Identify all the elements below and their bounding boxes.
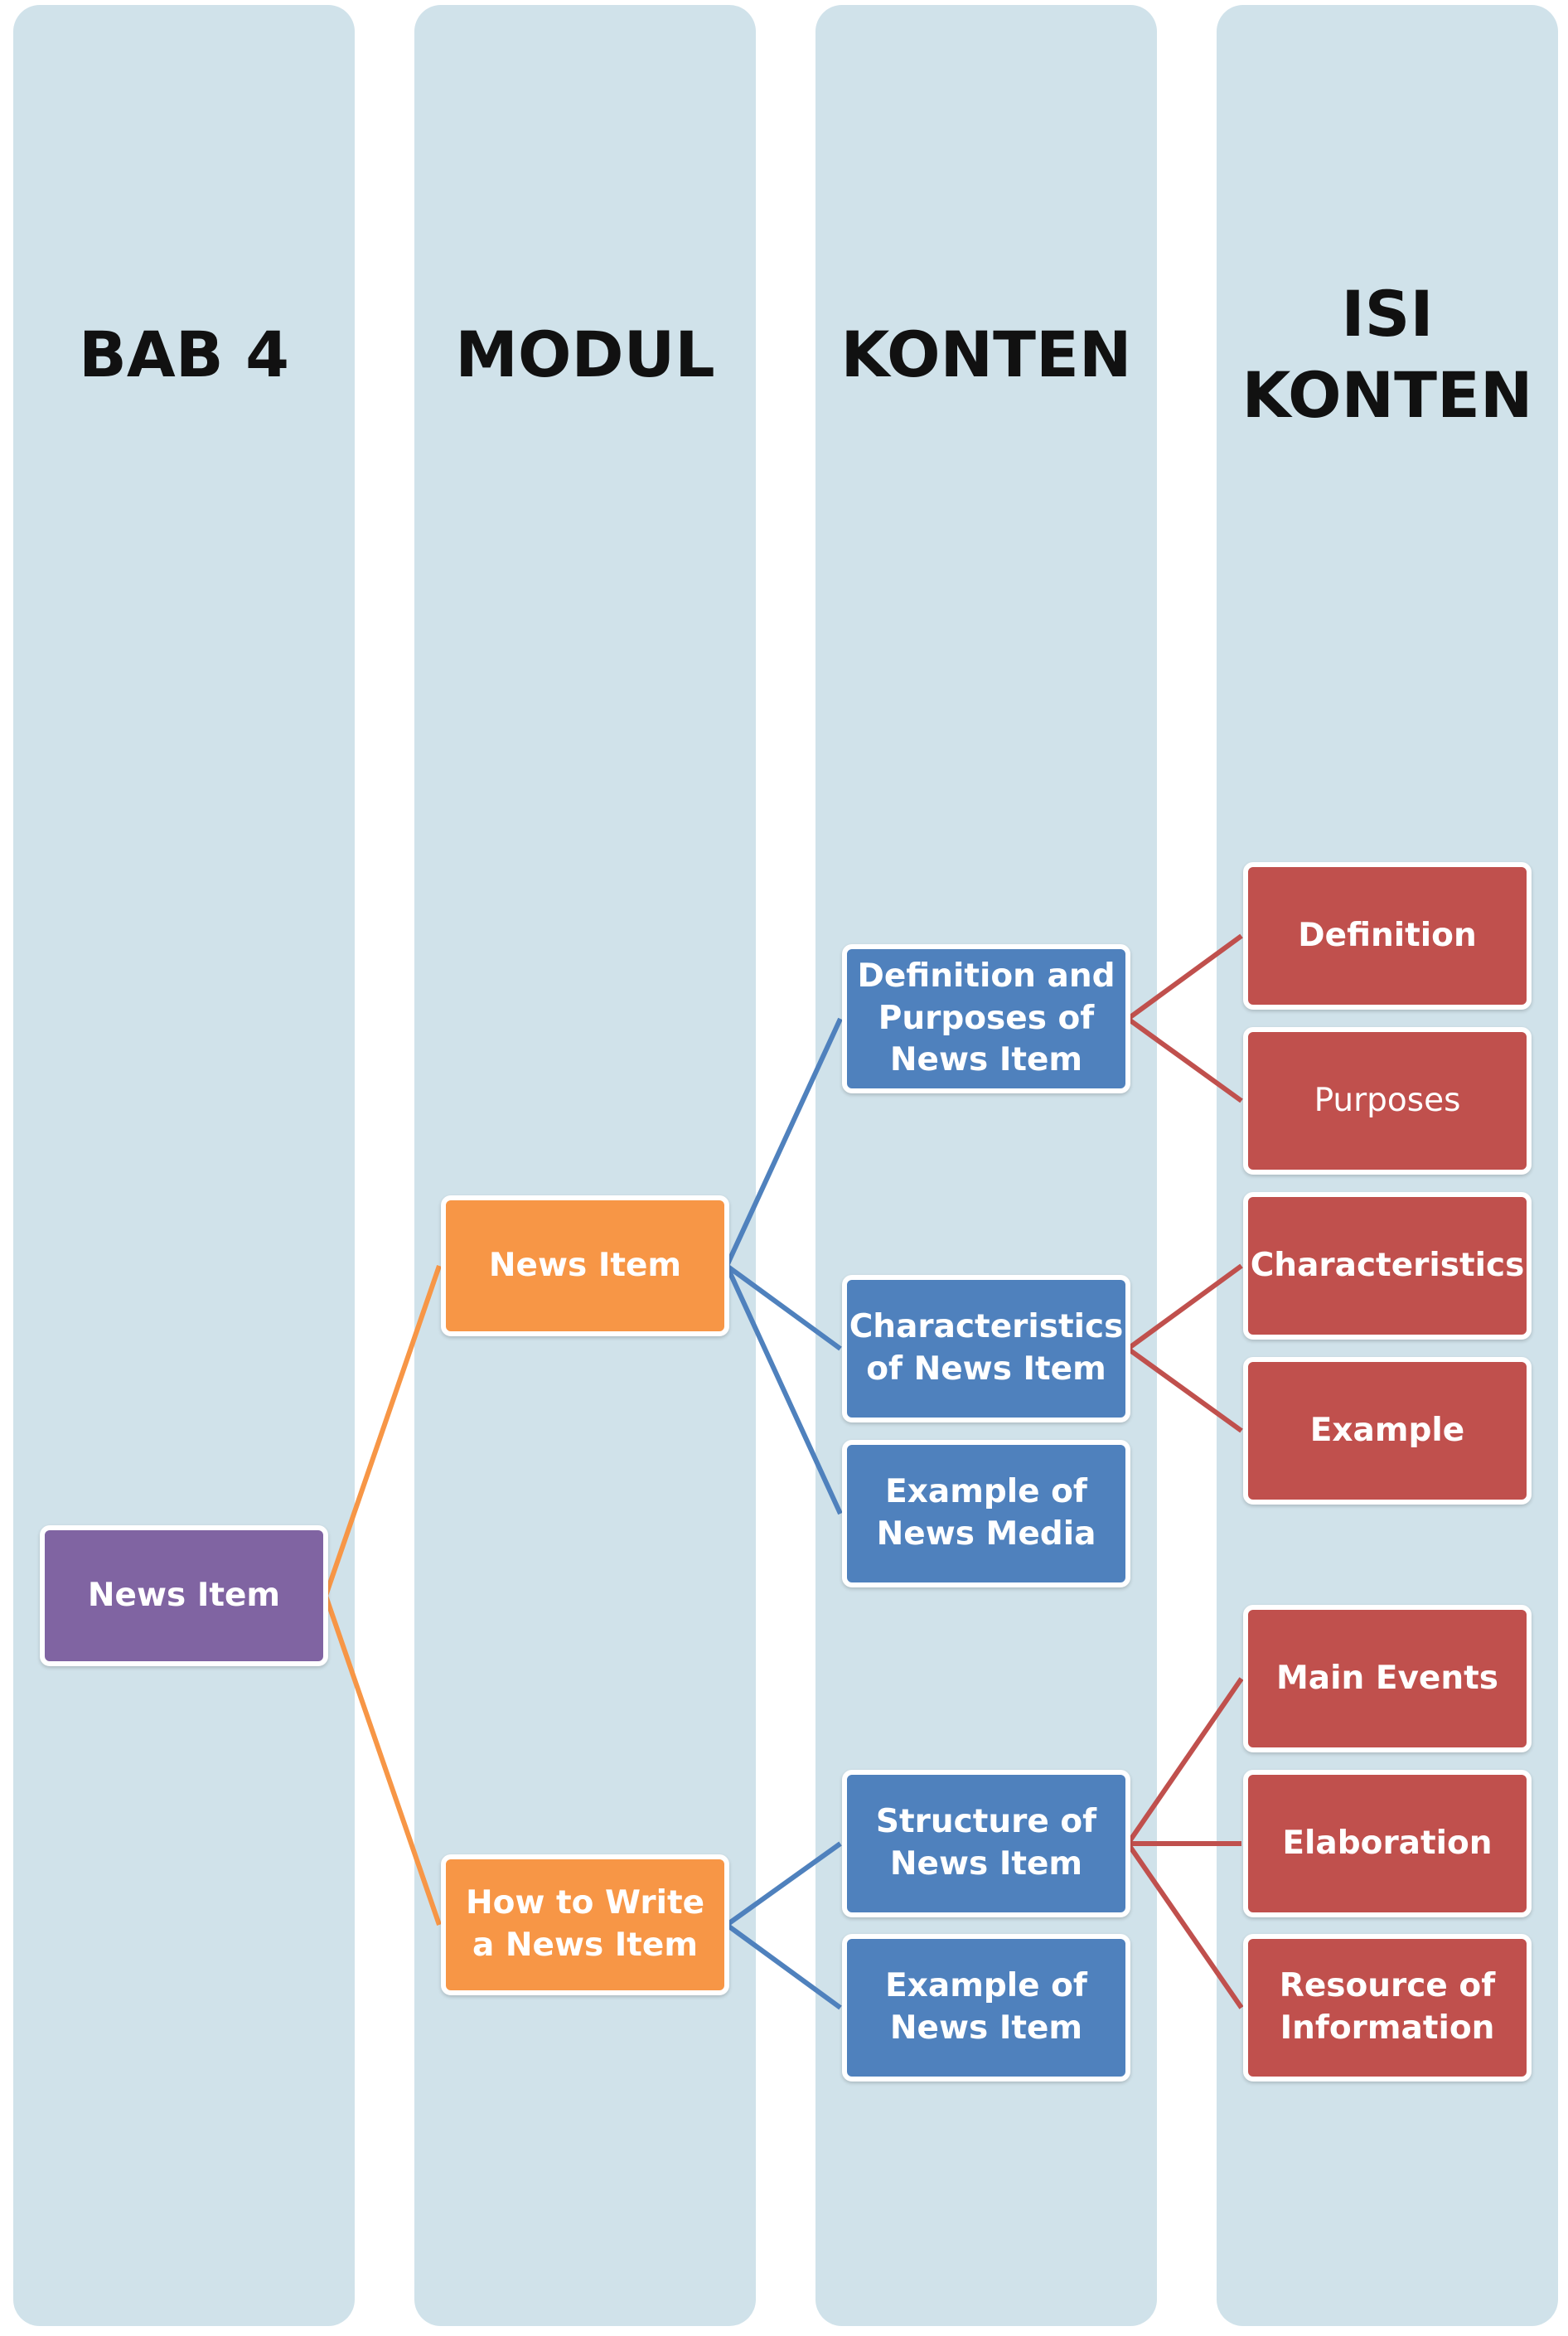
connector [323,1595,442,1926]
konten-node-structure: Structure of News Item [842,1770,1130,1917]
modul-node-news-item: News Item [441,1195,729,1336]
isi-node-example: Example [1243,1357,1532,1505]
lane-title-line: BAB 4 [78,317,289,391]
lane-title-isi-konten: ISI KONTEN [1217,274,1558,436]
lane-title-line: ISI [1341,277,1434,351]
lane-title-line: KONTEN [840,317,1132,391]
isi-node-purposes: Purposes [1243,1027,1532,1175]
lane-title-line: MODUL [455,317,715,391]
connector [1125,1677,1244,1845]
lane-title-bab: BAB 4 [13,314,355,395]
orange-connectors [323,1265,442,1926]
lane-title-konten: KONTEN [815,314,1157,395]
bab-node: News Item [40,1525,328,1666]
connector [725,1263,842,1351]
connector [1126,1263,1243,1351]
connector [1125,1842,1244,2009]
blue-connectors [724,1017,843,2010]
lane-title-modul: MODUL [414,314,756,395]
isi-node-elaboration: Elaboration [1243,1770,1532,1917]
isi-node-main-events: Main Events [1243,1605,1532,1752]
connector [1126,933,1243,1021]
connector [323,1265,442,1597]
red-connectors [1125,933,1244,2009]
connector [724,1264,843,1515]
isi-node-definition: Definition [1243,862,1532,1010]
connector [1126,1016,1243,1103]
konten-node-characteristics: Characteristics of News Item [842,1275,1130,1422]
lane-bab: BAB 4 [13,5,355,2326]
isi-node-resource: Resource of Information [1243,1934,1532,2082]
konten-node-example-item: Example of News Item [842,1934,1130,2082]
connector [725,1841,842,1927]
lane-title-line: KONTEN [1241,358,1533,432]
konten-node-definition-purposes: Definition and Purposes of News Item [842,944,1130,1093]
connector [1126,1346,1243,1433]
isi-node-characteristics: Characteristics [1243,1192,1532,1340]
modul-node-how-to-write: How to Write a News Item [441,1854,729,1995]
konten-node-example-media: Example of News Media [842,1440,1130,1587]
connector [724,1017,843,1267]
connector [725,1922,842,2010]
